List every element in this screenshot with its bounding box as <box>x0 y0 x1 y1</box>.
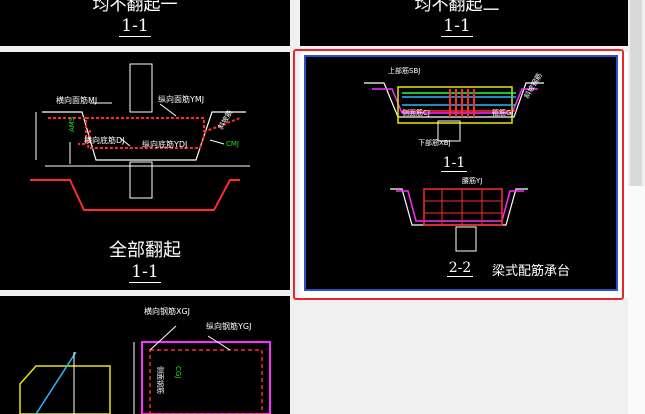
thumbnail-beam-pile-cap[interactable]: 上部筋SBJ 侧面筋CJ 下部筋XBJ 箍筋GJ 斜坡钢筋 腰筋YJ 1-1 2… <box>304 55 618 291</box>
thumbnail-all-flipped[interactable]: 横向面筋MJ 纵向面筋YMJ 横向底筋DJ 纵向底筋YDJ CMJ 斜坡筋 AM… <box>0 52 290 290</box>
thumbnail-uniform-no-flip-2[interactable]: 均不翻起二 1-1 <box>300 0 628 46</box>
thumb-title: 均不翻起一 <box>92 0 178 15</box>
thumb-title: 均不翻起二 <box>414 0 500 15</box>
label-stirrup: 箍筋GJ <box>492 108 514 117</box>
scrollbar-thumb[interactable] <box>630 0 642 186</box>
label-cmj: CMJ <box>226 140 239 148</box>
label-horiz-bot: 横向底筋DJ <box>84 135 125 145</box>
selection-highlight <box>293 49 624 300</box>
label-horiz: 横向钢筋XGJ <box>144 306 190 316</box>
caption-2-2: 2-2 <box>446 260 474 278</box>
label-ams: AMS <box>68 116 76 132</box>
thumb-title: 全部翻起 <box>109 240 181 261</box>
thumb-caption: 1-1 <box>119 16 151 37</box>
label-side-bar: 侧面筋CJ <box>402 108 430 117</box>
thumb-title: 梁式配筋承台 <box>491 264 570 279</box>
thumbnail-uniform-no-flip-1[interactable]: 均不翻起一 1-1 <box>0 0 290 46</box>
thumb-caption: 1-1 <box>441 16 473 37</box>
thumb-caption: 1-1 <box>129 262 161 283</box>
label-bottom-bar: 下部筋XBJ <box>418 138 451 147</box>
label-long-top: 纵向面筋YMJ <box>158 94 204 104</box>
thumbnail-rect-pile-cap[interactable]: 横向钢筋XGJ 纵向钢筋YGJ CGJ 侧面钢筋 <box>0 296 290 414</box>
label-long-bot: 纵向底筋YDJ <box>142 139 187 149</box>
label-long: 纵向钢筋YGJ <box>206 321 251 331</box>
label-waist: 腰筋YJ <box>462 176 482 185</box>
scrollbar-track[interactable] <box>628 186 645 414</box>
drawing-beam-pile-cap: 上部筋SBJ 侧面筋CJ 下部筋XBJ 箍筋GJ 斜坡钢筋 腰筋YJ <box>364 66 544 252</box>
label-cgj: CGJ <box>174 366 182 378</box>
label-top-bar: 上部筋SBJ <box>388 66 420 75</box>
label-side: 侧面钢筋 <box>156 366 165 394</box>
caption-1-1: 1-1 <box>440 155 468 173</box>
label-horiz-top: 横向面筋MJ <box>56 95 97 105</box>
drawing-rect-pile-cap: 横向钢筋XGJ 纵向钢筋YGJ CGJ 侧面钢筋 <box>19 306 271 414</box>
drawing-all-flipped: 横向面筋MJ 纵向面筋YMJ 横向底筋DJ 纵向底筋YDJ CMJ 斜坡筋 AM… <box>30 63 250 211</box>
